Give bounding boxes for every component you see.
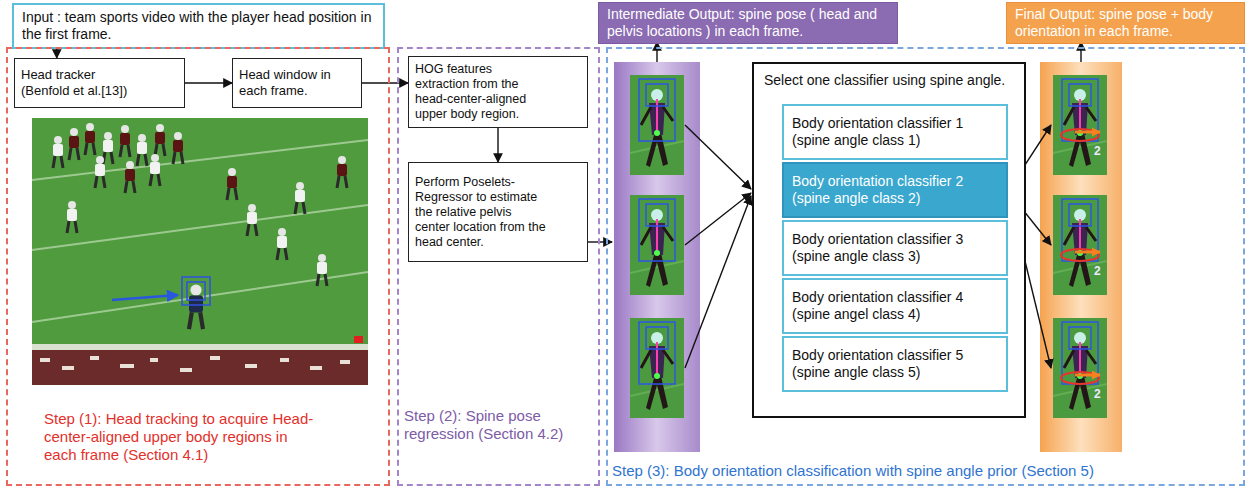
frame-thumbnail — [1053, 75, 1107, 175]
panel-title: Select one classifier using spine angle. — [764, 72, 1014, 89]
process-text: HOG features extraction from the head-ce… — [415, 62, 545, 122]
motion-arrow — [112, 295, 178, 300]
frame-thumbnail — [1053, 195, 1107, 295]
connector — [56, 49, 57, 58]
process-text: Perform Poselets-Regressor to estimate t… — [415, 175, 549, 250]
video-frame — [32, 118, 368, 385]
sideline — [32, 344, 368, 350]
spine-pose-column — [614, 62, 700, 452]
player — [317, 254, 327, 286]
player — [295, 182, 305, 214]
frame-thumbnail — [630, 75, 684, 175]
connector — [362, 82, 408, 83]
flow-arrow — [588, 241, 612, 242]
connector — [497, 128, 498, 162]
step-region: Step (3): Body orientation classificatio… — [606, 47, 1245, 486]
flow-arrow — [1080, 42, 1081, 62]
output-box: Final Output: spine pose + body orientat… — [1006, 2, 1245, 44]
player — [85, 123, 95, 155]
head-window — [182, 277, 210, 305]
step-region: Step (1): Head tracking to acquire Head-… — [6, 47, 390, 486]
output-box: Intermediate Output: spine pose ( head a… — [598, 2, 898, 44]
classifier-box: Body orientation classifier 2 (spine ang… — [782, 162, 1008, 218]
player — [247, 204, 257, 236]
input-text: Input : team sports video with the playe… — [22, 9, 375, 43]
classifier-panel: Select one classifier using spine angle.… — [752, 62, 1026, 418]
classifier-text: Body orientation classifier 4 (spine ang… — [792, 289, 998, 323]
flag — [354, 336, 363, 343]
classifier-text: Body orientation classifier 5 (spine ang… — [792, 347, 998, 381]
head-window — [187, 282, 205, 300]
input-box: Input : team sports video with the playe… — [12, 3, 385, 49]
frame-thumbnail — [1053, 318, 1107, 418]
player — [277, 228, 287, 260]
player — [137, 134, 147, 166]
orientation-column — [1040, 62, 1122, 452]
output-text: Intermediate Output: spine pose ( head a… — [607, 6, 889, 40]
flow-arrow — [685, 125, 751, 189]
player — [155, 124, 165, 156]
field — [32, 118, 368, 385]
player — [337, 156, 347, 188]
step-label: Step (3): Body orientation classificatio… — [612, 462, 1237, 480]
classifier-box: Body orientation classifier 3 (spine ang… — [782, 220, 1008, 276]
step-label: Step (1): Head tracking to acquire Head-… — [44, 410, 316, 464]
classifier-box: Body orientation classifier 5 (spine ang… — [782, 336, 1008, 392]
classifier-text: Body orientation classifier 1 (spine ang… — [792, 115, 998, 149]
process-box: Perform Poselets-Regressor to estimate t… — [408, 162, 588, 262]
process-box: Head tracker (Benfold et al.[13]) — [14, 58, 185, 108]
callout-number: 2 — [1094, 388, 1101, 401]
frame-thumbnail — [630, 318, 684, 418]
flow-arrow — [685, 193, 751, 245]
output-text: Final Output: spine pose + body orientat… — [1015, 6, 1236, 40]
player — [150, 154, 160, 186]
tracked-player — [189, 284, 203, 329]
process-text: Head window in each frame. — [239, 67, 331, 98]
player — [227, 168, 237, 200]
step-label: Step (2): Spine pose regression (Section… — [404, 407, 569, 443]
process-text: Head tracker (Benfold et al.[13]) — [21, 67, 139, 98]
process-box: Head window in each frame. — [232, 58, 362, 108]
flow-arrow — [656, 42, 657, 62]
crowd — [32, 350, 368, 385]
classifier-box: Body orientation classifier 1 (spine ang… — [782, 104, 1008, 160]
player — [125, 161, 135, 193]
connector — [185, 82, 232, 83]
player — [120, 125, 130, 157]
process-box: HOG features extraction from the head-ce… — [408, 56, 588, 128]
classifier-text: Body orientation classifier 2 (spine ang… — [792, 173, 998, 207]
player — [67, 201, 77, 233]
crowd-detail — [40, 358, 350, 370]
player — [103, 132, 113, 164]
flow-arrow — [685, 196, 751, 368]
yard-line — [32, 140, 368, 322]
classifier-box: Body orientation classifier 4 (spine ang… — [782, 278, 1008, 334]
player — [95, 156, 105, 188]
player — [173, 132, 183, 164]
step-region: Step (2): Spine pose regression (Section… — [397, 47, 600, 486]
callout-number: 2 — [1094, 145, 1101, 158]
player — [69, 128, 79, 160]
classifier-text: Body orientation classifier 3 (spine ang… — [792, 231, 998, 265]
callout-number: 2 — [1094, 265, 1101, 278]
player — [53, 136, 63, 168]
frame-thumbnail — [630, 195, 684, 295]
